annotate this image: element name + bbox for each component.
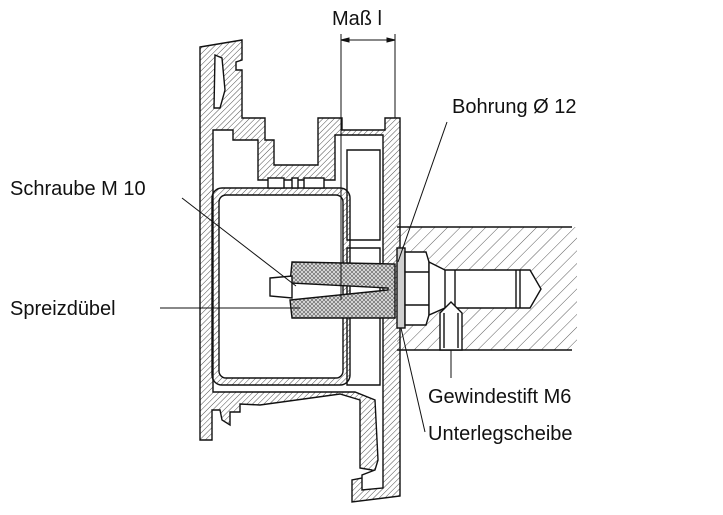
set-screw-label: Gewindestift M6 <box>428 386 572 408</box>
hex-nut <box>404 251 430 326</box>
threaded-bolt <box>428 260 542 317</box>
leader-lines <box>160 121 452 433</box>
dowel-label: Spreizdübel <box>10 298 116 320</box>
bore-label: Bohrung Ø 12 <box>452 96 577 118</box>
expansion-dowel <box>269 261 396 319</box>
dimension-label: Maß l <box>332 8 382 30</box>
dimension-line <box>340 34 396 300</box>
screw-label: Schraube M 10 <box>10 178 146 200</box>
set-screw <box>439 301 463 351</box>
washer-label: Unterlegscheibe <box>428 423 573 445</box>
